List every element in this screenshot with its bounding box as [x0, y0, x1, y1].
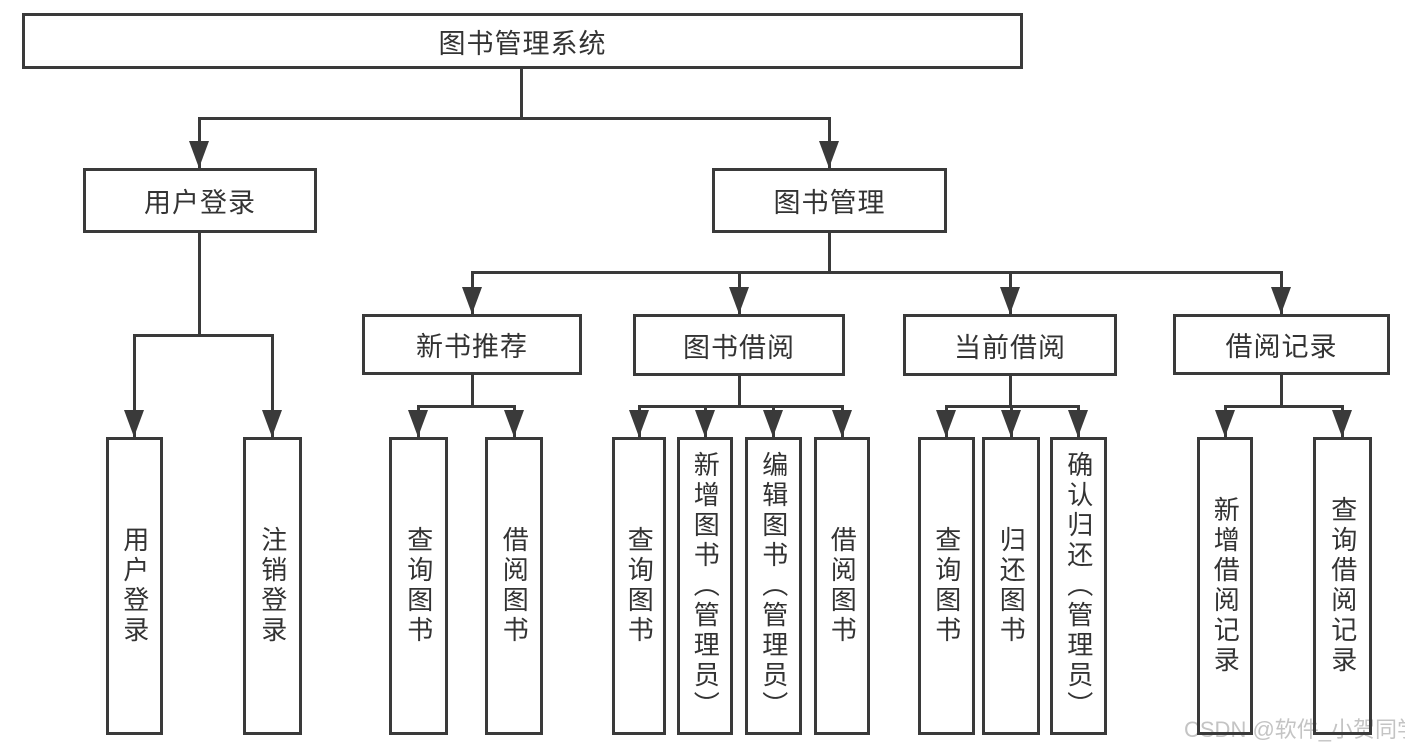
- leaf-nb-borrow-books: 借阅图书: [485, 437, 543, 735]
- leaf-logout-label: 注销登录: [257, 526, 288, 646]
- arrowhead-bw-add: [695, 410, 715, 437]
- leaf-bw-edit-books-admin-label: 编辑图书（管理员）: [758, 451, 789, 721]
- leaf-cur-return-books-label: 归还图书: [996, 526, 1027, 646]
- leaf-rec-add-record: 新增借阅记录: [1197, 437, 1253, 735]
- arrowhead-nb-query: [408, 410, 428, 437]
- connector-book-mgmt-stem: [828, 233, 831, 272]
- leaf-logout: 注销登录: [243, 437, 302, 735]
- arrowhead-rec-add: [1215, 410, 1235, 437]
- connector-current-stem: [1009, 376, 1012, 406]
- leaf-bw-query-books-label: 查询图书: [624, 526, 655, 646]
- arrowhead-bw-query: [629, 410, 649, 437]
- arrowhead-book-mgmt: [819, 141, 839, 168]
- leaf-nb-borrow-books-label: 借阅图书: [499, 526, 530, 646]
- leaf-rec-query-record-label: 查询借阅记录: [1327, 496, 1358, 676]
- arrowhead-bw-borrow: [832, 410, 852, 437]
- leaf-cur-return-books: 归还图书: [982, 437, 1040, 735]
- arrowhead-bw-edit: [763, 410, 783, 437]
- connector-to-leaf-logout: [271, 334, 274, 437]
- arrowhead-cur-query: [936, 410, 956, 437]
- connector-book-borrow-split: [638, 405, 844, 408]
- connector-book-borrow-stem: [738, 376, 741, 406]
- leaf-nb-query-books-label: 查询图书: [403, 526, 434, 646]
- leaf-bw-edit-books-admin: 编辑图书（管理员）: [745, 437, 802, 735]
- leaf-bw-add-books-admin-label: 新增图书（管理员）: [690, 451, 721, 721]
- node-user-login-label: 用户登录: [144, 188, 256, 218]
- arrowhead-leaf-login: [124, 410, 144, 437]
- leaf-rec-add-record-label: 新增借阅记录: [1210, 496, 1241, 676]
- node-book-borrow-label: 图书借阅: [683, 332, 795, 363]
- connector-new-book-stem: [471, 375, 474, 406]
- node-current-borrow-label: 当前借阅: [954, 332, 1066, 363]
- node-book-borrow: 图书借阅: [633, 314, 845, 376]
- arrowhead-cur-return: [1001, 410, 1021, 437]
- node-borrow-records-label: 借阅记录: [1225, 332, 1338, 362]
- node-new-book-recommend: 新书推荐: [362, 314, 582, 375]
- node-book-mgmt: 图书管理: [712, 168, 947, 233]
- csdn-watermark: CSDN @软件_小贺同学: [1184, 717, 1405, 742]
- arrowhead-cur-confirm: [1068, 410, 1088, 437]
- node-root: 图书管理系统: [22, 13, 1023, 69]
- leaf-bw-borrow-books-label: 借阅图书: [827, 526, 858, 646]
- connector-root-split: [198, 117, 830, 120]
- leaf-cur-confirm-return-admin-label: 确认归还（管理员）: [1063, 451, 1094, 721]
- connector-records-split: [1224, 405, 1343, 408]
- arrowhead-nb-borrow: [504, 410, 524, 437]
- node-root-label: 图书管理系统: [438, 28, 607, 59]
- connector-to-leaf-login: [133, 334, 136, 437]
- node-new-book-recommend-label: 新书推荐: [416, 332, 528, 362]
- connector-new-book-split: [417, 405, 516, 408]
- arrowhead-current-borrow: [1000, 287, 1020, 314]
- arrowhead-rec-query: [1332, 410, 1352, 437]
- connector-user-login-stem: [198, 233, 201, 335]
- connector-user-login-split: [133, 334, 274, 337]
- leaf-nb-query-books: 查询图书: [389, 437, 448, 735]
- node-current-borrow: 当前借阅: [903, 314, 1117, 376]
- connector-records-stem: [1280, 375, 1283, 406]
- leaf-bw-add-books-admin: 新增图书（管理员）: [677, 437, 733, 735]
- arrowhead-leaf-logout: [262, 410, 282, 437]
- arrowhead-borrow-records: [1271, 287, 1291, 314]
- leaf-bw-borrow-books: 借阅图书: [814, 437, 870, 735]
- leaf-rec-query-record: 查询借阅记录: [1313, 437, 1372, 735]
- node-user-login: 用户登录: [83, 168, 317, 233]
- connector-root-stem: [520, 69, 523, 118]
- arrowhead-user-login: [189, 141, 209, 168]
- arrowhead-book-borrow: [729, 287, 749, 314]
- leaf-user-login-label: 用户登录: [119, 526, 150, 646]
- node-borrow-records: 借阅记录: [1173, 314, 1390, 375]
- leaf-cur-query-books-label: 查询图书: [931, 526, 962, 646]
- leaf-user-login: 用户登录: [106, 437, 163, 735]
- leaf-bw-query-books: 查询图书: [612, 437, 666, 735]
- arrowhead-new-book: [462, 287, 482, 314]
- connector-book-mgmt-split: [471, 271, 1282, 274]
- node-book-mgmt-label: 图书管理: [773, 188, 886, 218]
- leaf-cur-confirm-return-admin: 确认归还（管理员）: [1050, 437, 1107, 735]
- leaf-cur-query-books: 查询图书: [918, 437, 975, 735]
